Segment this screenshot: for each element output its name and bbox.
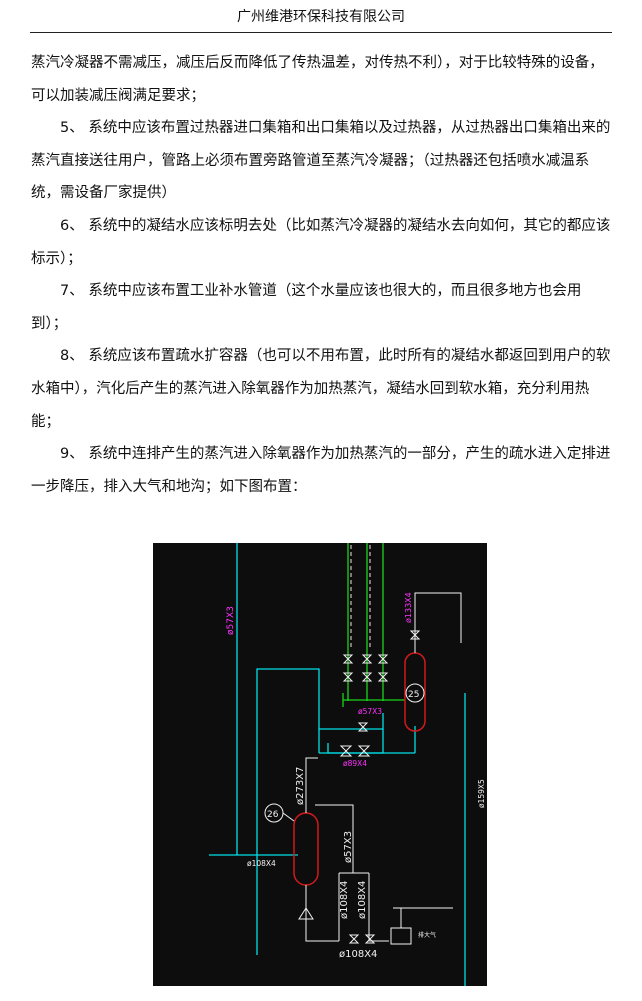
piping-diagram-svg: ø57X3	[209, 543, 486, 986]
flash-tank-pipes	[298, 757, 453, 945]
left-feed-pipe	[209, 543, 298, 856]
valve-cluster	[339, 654, 389, 757]
piping-diagram: ø57X3	[153, 543, 487, 986]
paragraph-item-6: 6、 系统中的凝结水应该标明去处（比如蒸汽冷凝器的凝结水去向如何，其它的都应该标…	[31, 217, 611, 267]
left-pipe-label: ø57X3	[226, 606, 236, 635]
paragraph-continuation: 蒸汽冷凝器不需减压，减压后反而降低了传热温差，对传热不利），对于比较特殊的设备，…	[31, 55, 604, 104]
bypass-label: ø89X4	[343, 759, 367, 768]
paragraph-item-5: 5、 系统中应该布置过热器进口集箱和出口集箱以及过热器，从过热器出口集箱出来的蒸…	[31, 120, 611, 202]
paragraph-item-9: 9、 系统中连排产生的蒸汽进入除氧器作为加热蒸汽的一部分，产生的疏水进入定排进一…	[31, 446, 611, 495]
company-name: 广州维港环保科技有限公司	[237, 9, 405, 25]
right-pipe-label: ø159X5	[477, 779, 486, 808]
tank-26-label: 26	[267, 810, 279, 820]
paragraph-item-7: 7、 系统中应该布置工业补水管道（这个水量应该也很大的，而且很多地方也会用到）；	[31, 283, 582, 332]
vertical-a-label: ø108X4	[339, 881, 350, 919]
tank-25-top-pipe	[409, 592, 462, 653]
top-pipe-label: ø133X4	[404, 592, 413, 623]
tank-25-label: 25	[408, 690, 419, 700]
white-dash-lines	[350, 545, 371, 648]
green-header-label: ø57X3	[358, 707, 382, 716]
green-steam-lines	[342, 543, 405, 707]
document-body: 蒸汽冷凝器不需减压，减压后反而降低了传热温差，对传热不利），对于比较特殊的设备，…	[31, 47, 611, 503]
vent-pipe-label: ø273X7	[295, 767, 306, 805]
steam-loop-pipe	[256, 668, 416, 955]
bottom-pipe-label: ø108X4	[339, 949, 377, 960]
mid-pipe-label: ø57X3	[343, 831, 354, 863]
page-header: 广州维港环保科技有限公司	[30, 6, 612, 33]
vertical-b-label: ø108X4	[357, 881, 368, 919]
right-note-label: 排大气	[418, 931, 436, 939]
left-bottom-label: ø108X4	[247, 859, 276, 868]
paragraph-item-8: 8、 系统应该布置疏水扩容器（也可以不用布置，此时所有的凝结水都返回到用户的软水…	[31, 348, 611, 430]
